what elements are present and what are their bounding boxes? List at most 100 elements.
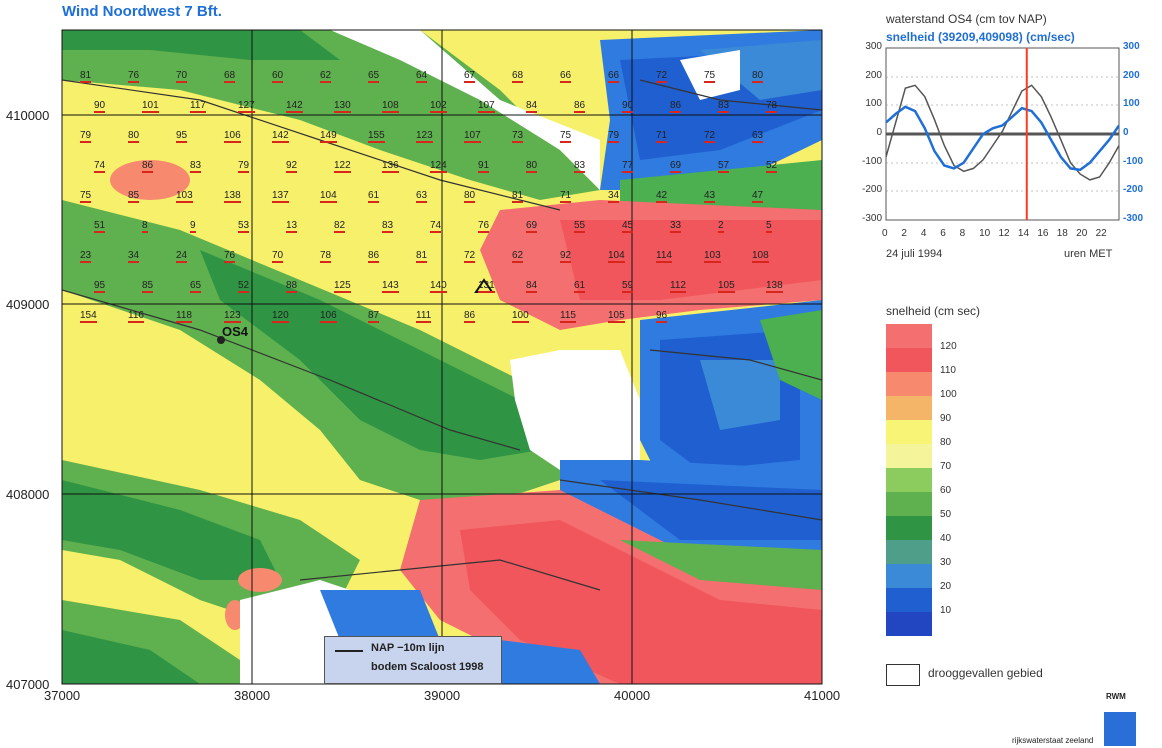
speed-label: 103 [704,250,721,263]
speed-label: 79 [238,160,250,173]
timeseries-subtitle: snelheid (39209,409098) (cm/sec) [886,30,1075,44]
timeseries-right-tick: -200 [1123,184,1144,196]
timeseries-x-tick: 0 [882,228,888,239]
logo-text: rijkswaterstaat zeeland [1012,736,1094,745]
speed-label: 100 [512,310,529,323]
speed-label: 69 [670,160,682,173]
timeseries-right-tick: 300 [1123,41,1140,52]
speed-label: 24 [176,250,188,263]
speed-legend-label: 120 [940,341,957,352]
speed-label: 90 [622,100,634,113]
speed-label: 51 [94,220,106,233]
speed-label: 91 [478,160,490,173]
speed-label: 117 [190,100,206,113]
speed-label: 78 [320,250,332,263]
speed-label: 115 [560,310,576,323]
timeseries-x-unit: uren MET [1064,248,1113,260]
speed-label: 73 [512,130,524,143]
speed-legend-swatch [886,324,932,348]
speed-label: 85 [142,280,154,293]
dry-area-label: drooggevallen gebied [928,666,1043,680]
speed-label: 65 [368,70,380,83]
speed-label: 92 [560,250,572,263]
speed-label: 86 [464,310,476,323]
speed-label: 66 [560,70,572,83]
speed-label: 80 [752,70,764,83]
timeseries-x-tick: 10 [979,228,991,239]
speed-label: 63 [416,190,428,203]
timeseries-left-tick: -100 [861,155,882,167]
map-legend: NAP −10m lijn bodem Scaloost 1998 [324,636,502,684]
speed-label: 43 [704,190,716,203]
speed-label: 66 [608,70,620,83]
speed-label: 123 [416,130,433,143]
speed-label: 64 [416,70,428,83]
speed-label: 71 [656,130,668,143]
speed-label: 149 [320,130,337,143]
speed-label: 77 [622,160,634,173]
timeseries-left-tick: 300 [865,41,882,52]
speed-legend-swatch [886,372,932,396]
speed-legend-swatch [886,612,932,636]
timeseries-right-tick: -100 [1123,155,1144,167]
speed-legend-swatch [886,444,932,468]
speed-legend-swatch [886,540,932,564]
speed-label: 104 [608,250,625,263]
speed-label: 114 [656,250,672,263]
speed-label: 85 [128,190,140,203]
speed-label: 86 [574,100,586,113]
station-label: OS4 [222,324,249,339]
speed-label: 75 [704,70,716,83]
speed-label: 76 [128,70,140,83]
timeseries-right-tick: -300 [1123,213,1144,224]
speed-label: 83 [190,160,202,173]
speed-label: 131 [478,280,495,293]
station-os4-marker [217,336,225,344]
speed-label: 72 [656,70,668,83]
speed-label: 81 [416,250,428,263]
speed-legend-label: 100 [940,389,957,400]
speed-label: 155 [368,130,385,143]
map-x-tick: 41000 [804,688,841,703]
speed-legend-label: 70 [940,461,952,472]
speed-label: 125 [334,280,351,293]
timeseries-x-tick: 22 [1095,228,1107,239]
speed-label: 52 [766,160,778,173]
speed-label: 80 [464,190,476,203]
speed-label: 82 [334,220,346,233]
speed-legend-label: 40 [940,533,952,544]
speed-legend-swatch [886,516,932,540]
speed-label: 75 [560,130,572,143]
speed-label: 111 [416,310,432,323]
speed-legend-label: 90 [940,413,952,424]
speed-label: 80 [128,130,140,143]
timeseries-x-tick: 14 [1017,228,1030,239]
speed-label: 65 [190,280,202,293]
speed-label: 116 [128,310,144,323]
speed-label: 8 [142,220,148,233]
speed-label: 90 [94,100,106,113]
speed-label: 106 [224,130,241,143]
speed-label: 69 [526,220,538,233]
speed-label: 123 [224,310,241,323]
speed-label: 86 [368,250,380,263]
speed-label: 142 [272,130,289,143]
map-y-tick: 407000 [6,677,50,692]
speed-legend-swatch [886,420,932,444]
speed-legend-swatch [886,396,932,420]
speed-label: 72 [704,130,716,143]
speed-label: 92 [286,160,298,173]
speed-label: 81 [80,70,92,83]
speed-label: 107 [464,130,481,143]
snelheid-series-line [886,105,1119,172]
map-x-tick: 38000 [234,688,271,703]
timeseries-chart [885,47,1120,221]
speed-label: 52 [238,280,250,293]
speed-label: 59 [622,280,634,293]
speed-legend-label: 110 [940,365,956,376]
speed-label: 71 [560,190,572,203]
speed-label: 108 [752,250,769,263]
speed-label: 105 [718,280,735,293]
speed-label: 74 [430,220,442,233]
speed-label: 68 [224,70,236,83]
